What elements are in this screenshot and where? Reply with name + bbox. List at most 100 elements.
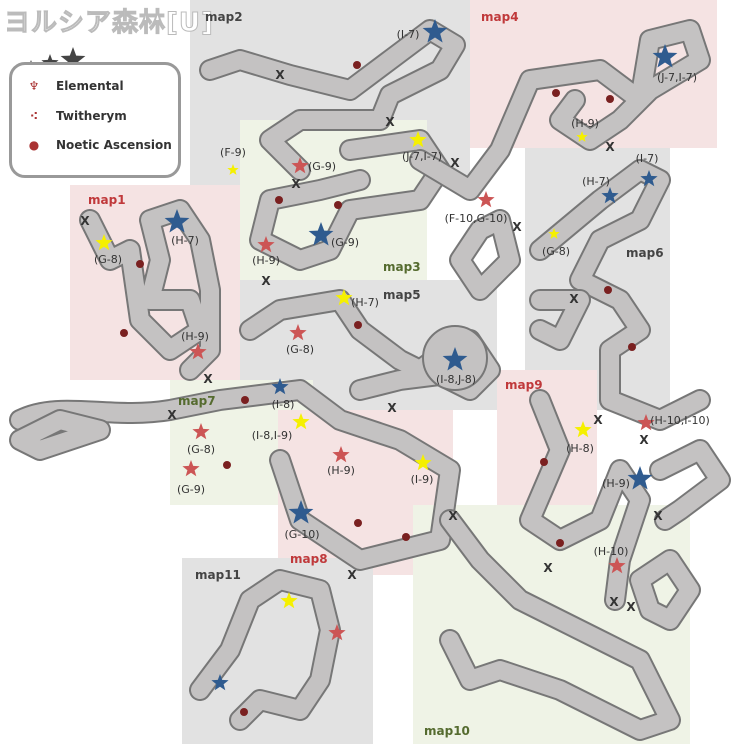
- coordinate-label: (H-7): [351, 296, 379, 309]
- exit-marker-icon: X: [387, 401, 397, 415]
- exit-marker-icon: X: [80, 214, 90, 228]
- coordinate-label: (H-9): [181, 330, 209, 343]
- yellow-star-marker: [574, 421, 592, 438]
- red-star-marker: [257, 236, 275, 253]
- noetic-ascension-icon: [540, 458, 548, 466]
- coordinate-label: (F-10,G-10): [444, 212, 508, 225]
- cave-path-fill: [651, 441, 729, 529]
- red-star-marker: [328, 624, 346, 641]
- map-label: map4: [481, 10, 519, 24]
- exit-marker-icon: X: [639, 433, 649, 447]
- cave-path-fill: [11, 411, 109, 459]
- coordinate-label: (H-9): [602, 477, 630, 490]
- yellow-star-marker: [414, 454, 432, 471]
- exit-marker-icon: X: [569, 292, 579, 306]
- legend-label: Noetic Ascension: [56, 138, 172, 152]
- cave-path-fill: [441, 511, 679, 739]
- exit-marker-icon: X: [605, 140, 615, 154]
- coordinate-label: (J-7,I-7): [656, 71, 698, 84]
- coordinate-label: (H-10): [593, 545, 629, 558]
- red-star-marker: [192, 423, 210, 440]
- legend-item-twitherym: ⁖ Twitherym: [26, 109, 127, 123]
- exit-marker-icon: X: [543, 561, 553, 575]
- map-label: map11: [195, 568, 241, 582]
- cave-path-fill: [201, 21, 464, 179]
- cave-path-fill: [411, 21, 709, 199]
- noetic-ascension-icon: [604, 286, 612, 294]
- coordinate-label: (I-9): [410, 473, 434, 486]
- coordinate-label: (G-8): [285, 343, 315, 356]
- map-label: map3: [383, 260, 421, 274]
- cave-path-fill: [531, 161, 709, 429]
- noetic-ascension-icon: ●: [28, 138, 40, 152]
- cave-path-fill: [191, 571, 339, 729]
- exit-marker-icon: X: [167, 408, 177, 422]
- legend-item-elemental: ♆ Elemental: [26, 79, 124, 93]
- exit-marker-icon: X: [653, 509, 663, 523]
- legend-label: Elemental: [56, 79, 124, 93]
- noetic-ascension-icon: [552, 89, 560, 97]
- red-star-marker: [637, 414, 655, 431]
- exit-marker-icon: X: [347, 568, 357, 582]
- yellow-star-marker: [280, 592, 298, 609]
- exit-marker-icon: X: [203, 372, 213, 386]
- legend-label: Twitherym: [56, 109, 127, 123]
- twitherym-icon: ⁖: [29, 109, 39, 123]
- yellow-star-marker: [548, 228, 560, 239]
- coordinate-label: (G-9): [330, 236, 360, 249]
- map-label: map6: [626, 246, 664, 260]
- coordinate-label: (G-8): [541, 245, 571, 258]
- yellow-star-marker: [335, 289, 353, 306]
- red-star-marker: [608, 557, 626, 574]
- blue-star-marker: [627, 466, 653, 490]
- exit-marker-icon: X: [450, 156, 460, 170]
- exit-marker-icon: X: [626, 600, 636, 614]
- coordinate-label: (I-8,J-8): [435, 373, 477, 386]
- coordinate-label: (J-7,I-7): [401, 150, 443, 163]
- noetic-ascension-icon: [275, 196, 283, 204]
- yellow-star-marker: [576, 131, 588, 142]
- map-label: map8: [290, 552, 328, 566]
- map-label: map9: [505, 378, 543, 392]
- cave-path-fill: [521, 391, 649, 609]
- noetic-ascension-icon: [334, 201, 342, 209]
- coordinate-label: (H-10,I-10): [650, 414, 710, 427]
- cave-path-fill: [11, 381, 459, 569]
- coordinate-label: (H-9): [571, 117, 599, 130]
- coordinate-label: (G-9): [176, 483, 206, 496]
- coordinate-label: (I-7): [396, 28, 420, 41]
- exit-marker-icon: X: [291, 177, 301, 191]
- map-label: map5: [383, 288, 421, 302]
- elemental-icon: ♆: [28, 79, 40, 93]
- noetic-ascension-icon: [223, 461, 231, 469]
- blue-star-marker: [422, 19, 448, 43]
- red-star-marker: [189, 343, 207, 360]
- noetic-ascension-icon: [241, 396, 249, 404]
- exit-marker-icon: X: [593, 413, 603, 427]
- noetic-ascension-icon: [606, 95, 614, 103]
- blue-star-marker: [640, 170, 658, 187]
- exit-marker-icon: X: [448, 509, 458, 523]
- map-label: map7: [178, 394, 216, 408]
- coordinate-label: (I-8): [271, 398, 295, 411]
- exit-marker-icon: X: [385, 115, 395, 129]
- cave-path-fill: [531, 291, 589, 349]
- red-star-marker: [289, 324, 307, 341]
- legend: ♆ Elemental ⁖ Twitherym ● Noetic Ascension: [9, 62, 181, 178]
- coordinate-label: (H-8): [566, 442, 594, 455]
- blue-star-marker: [288, 500, 314, 524]
- noetic-ascension-icon: [402, 533, 410, 541]
- legend-item-noetic: ● Noetic Ascension: [26, 138, 172, 152]
- red-star-marker: [477, 191, 495, 208]
- coordinate-label: (H-9): [252, 254, 280, 267]
- noetic-ascension-icon: [353, 61, 361, 69]
- map-label: map10: [424, 724, 470, 738]
- blue-star-marker: [601, 187, 619, 204]
- cave-path-fill: [631, 551, 699, 629]
- blue-star-marker: [164, 209, 190, 233]
- noetic-ascension-icon: [120, 329, 128, 337]
- yellow-star-marker: [409, 131, 427, 148]
- map-label: map1: [88, 193, 126, 207]
